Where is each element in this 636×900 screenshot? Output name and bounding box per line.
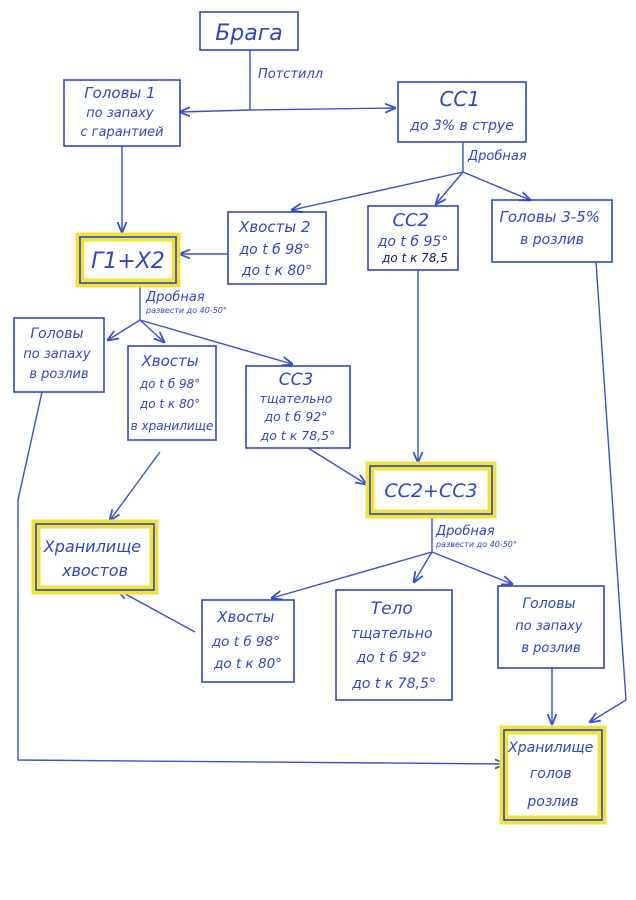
edge-tailsb-storage	[110, 451, 161, 520]
edge-headsmell-storage	[17, 391, 505, 764]
drobnaya-label-1: Дробная	[467, 149, 527, 164]
edge-ss3-ss2ss3	[307, 447, 366, 484]
heads1-label: Головы 1 по запаху с гарантией	[80, 84, 163, 140]
potstill-label: Потстилл	[258, 67, 323, 82]
tails-storage-box	[35, 523, 155, 591]
heads-storage-box	[503, 729, 603, 821]
ss2-label: СС2 до t б 95°	[377, 210, 449, 250]
tails-b-label: Хвосты до t б 98° до t к 80° в хранилище	[131, 352, 214, 433]
g1x2-label: Г1+Х2	[91, 249, 165, 274]
heads-storage-label: Хранилище голов розлив	[507, 740, 598, 810]
tails-last-box	[201, 599, 295, 683]
razvesti-label-3: развести до 40-50°	[435, 540, 517, 549]
heads-smell-box	[13, 317, 105, 393]
tails-b-box	[127, 345, 217, 441]
heads-last-box	[497, 585, 605, 669]
tails-storage-highlight	[31, 519, 159, 595]
ss1-label: СС1 до 3% в струе	[409, 87, 514, 134]
g1x2-box	[79, 236, 177, 284]
edge-to-heads1	[180, 110, 251, 112]
braga-box	[199, 11, 299, 51]
edge-fork-body	[414, 551, 433, 582]
edge-fork-tailslast	[272, 551, 433, 598]
heads35-label: Головы 3-5% в розлив	[500, 208, 605, 248]
heads35-box	[491, 199, 613, 263]
edge-fork-headsmell	[108, 319, 141, 340]
edge-fork-ss2	[436, 171, 464, 204]
ss3-label: СС3 тщательно до t б 92° до t к 78,5°	[260, 370, 337, 443]
edge-fork-ss3	[139, 319, 292, 364]
ss1-box	[397, 81, 527, 143]
tails-storage-label: Хранилище хвостов	[43, 537, 146, 580]
edge-fork-tailsb	[139, 319, 164, 342]
heads1-box	[63, 79, 181, 147]
razvesti-label-2: развести до 40-50°	[145, 306, 227, 315]
heads-smell-label: Головы по запаху в розлив	[23, 326, 94, 382]
edge-fork-headslast	[431, 551, 512, 584]
tails-last-label: Хвосты до t б 98° до t к 80°	[211, 608, 284, 672]
drobnaya-label-2: Дробная	[145, 290, 205, 305]
ss3-box	[245, 365, 351, 449]
edge-heads35-storage	[590, 261, 627, 722]
body-box	[335, 589, 453, 701]
braga-label: Брага	[215, 21, 283, 46]
ss2-box	[367, 205, 459, 271]
edges	[17, 50, 627, 764]
edge-tailslast-storage	[118, 590, 196, 633]
ss2-label-extra: до t к 78,5	[381, 251, 448, 265]
body-label: Тело тщательно до t б 92° до t к 78,5°	[351, 599, 437, 692]
heads-last-label: Головы по запаху в розлив	[515, 596, 586, 656]
ss2ss3-box	[369, 465, 493, 515]
tails2-label: Хвосты 2 до t б 98° до t к 80°	[238, 218, 315, 279]
drobnaya-label-3: Дробная	[435, 524, 495, 539]
edge-fork-heads35	[462, 171, 530, 200]
edge-fork-tails2	[292, 171, 464, 210]
edge-to-ss1	[249, 108, 395, 110]
tails2-box	[227, 211, 327, 285]
ss2ss3-label: СС2+СС3	[384, 480, 477, 502]
